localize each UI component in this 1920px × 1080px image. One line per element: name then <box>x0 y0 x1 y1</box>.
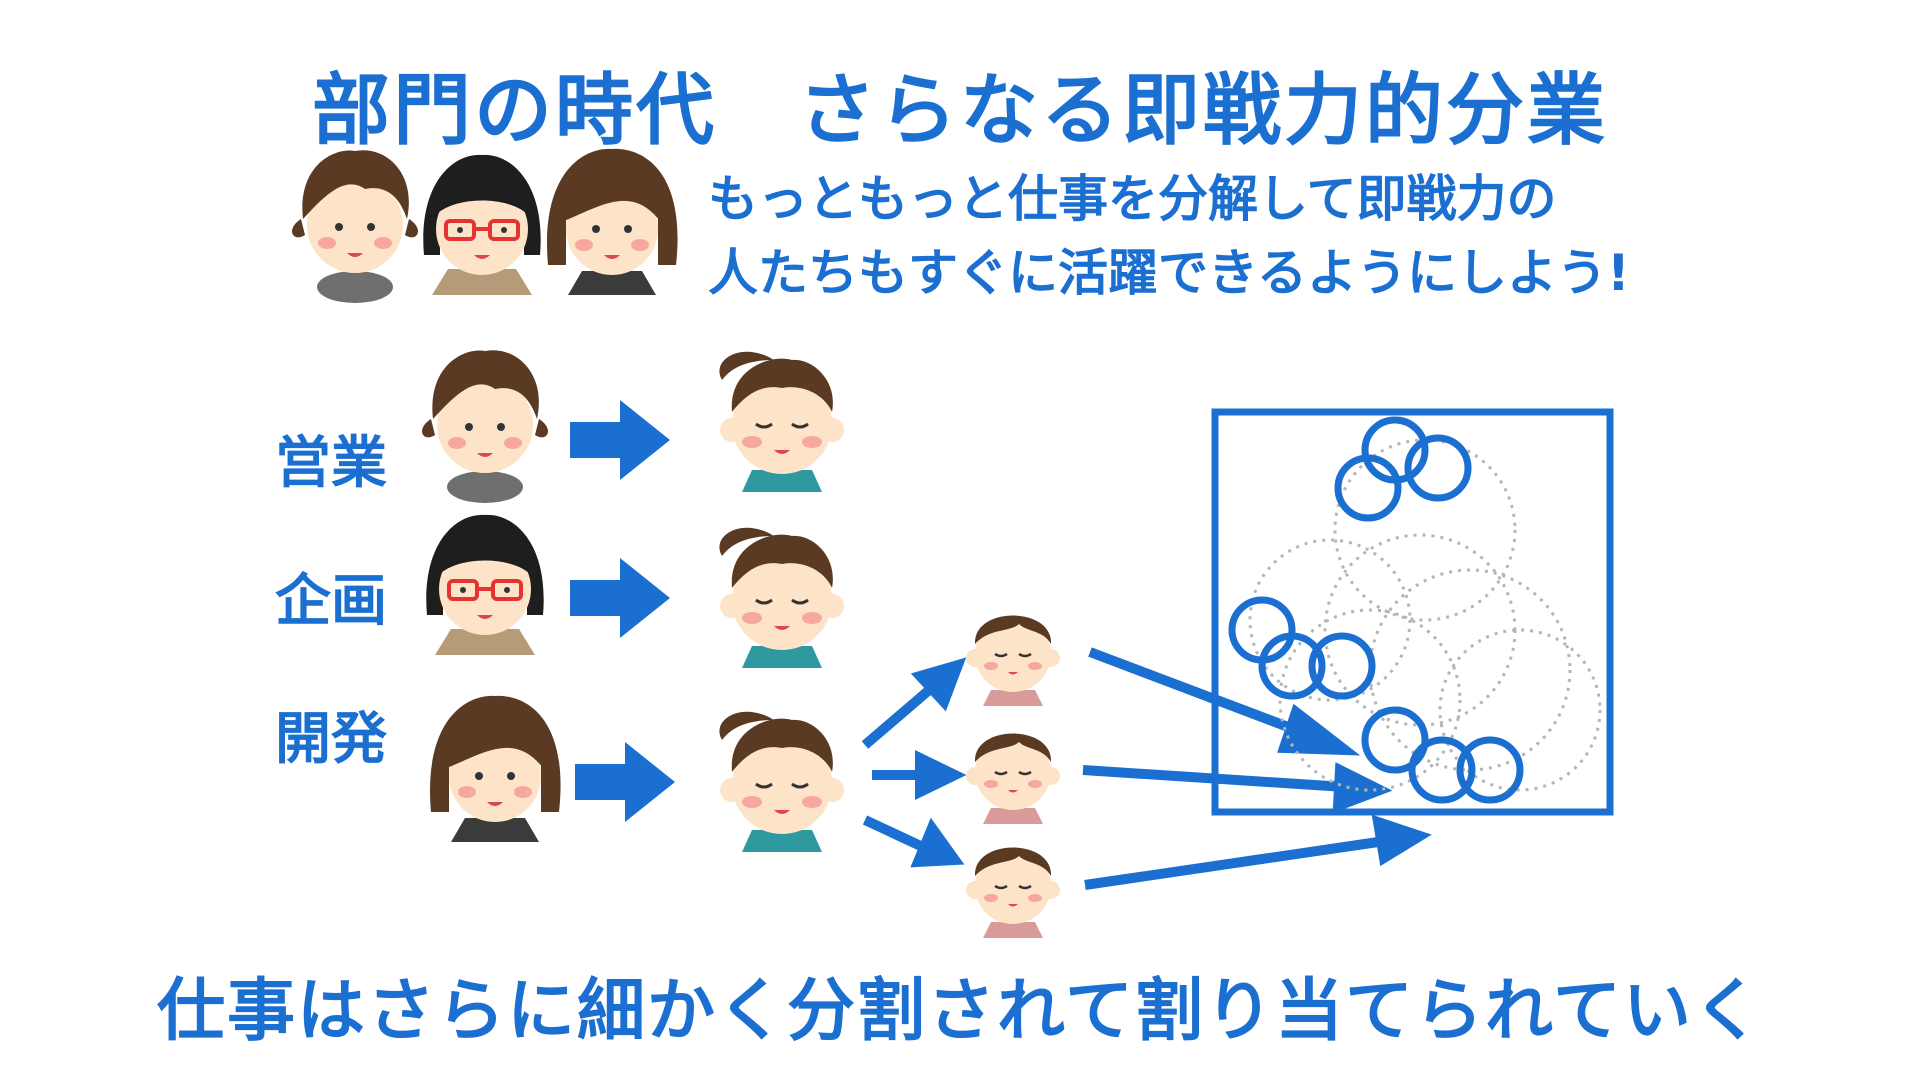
subtitle: もっともっと仕事を分解して即戦力の 人たちもすぐに活躍できるようにしよう! <box>708 162 1630 310</box>
specialist-icon-2 <box>717 526 846 670</box>
arrow-right-icon <box>570 400 670 480</box>
person-icon-top-3 <box>547 148 678 295</box>
split-arrows <box>861 657 967 868</box>
dept-label-planning: 企画 <box>275 569 387 634</box>
bottom-caption: 仕事はさらに細かく分割されて割り当てられていく <box>157 972 1763 1051</box>
development-person-icon <box>430 695 561 842</box>
dept-label-development: 開発 <box>275 707 387 772</box>
junior-worker-icon-1 <box>964 614 1062 708</box>
person-icon-top-1 <box>292 150 418 303</box>
person-icon-top-2 <box>421 152 543 297</box>
assign-arrows <box>1082 647 1432 890</box>
arrow-right-icon <box>575 742 675 822</box>
specialist-icon-3 <box>717 710 846 854</box>
work-area-box <box>1211 408 1614 816</box>
page-title: 部門の時代 さらなる即戦力的分業 <box>311 66 1608 156</box>
planning-person-icon <box>424 512 546 657</box>
junior-worker-icon-3 <box>964 846 1062 940</box>
arrow-right-icon <box>570 558 670 638</box>
task-circles <box>1228 416 1524 804</box>
junior-worker-icon-2 <box>964 732 1062 826</box>
dept-label-sales: 営業 <box>275 431 387 496</box>
subtitle-line-1: もっともっと仕事を分解して即戦力の <box>708 170 1557 228</box>
sales-person-icon <box>422 350 548 503</box>
subtitle-line-2: 人たちもすぐに活躍できるようにしよう! <box>708 244 1630 302</box>
specialist-icon-1 <box>717 350 846 494</box>
